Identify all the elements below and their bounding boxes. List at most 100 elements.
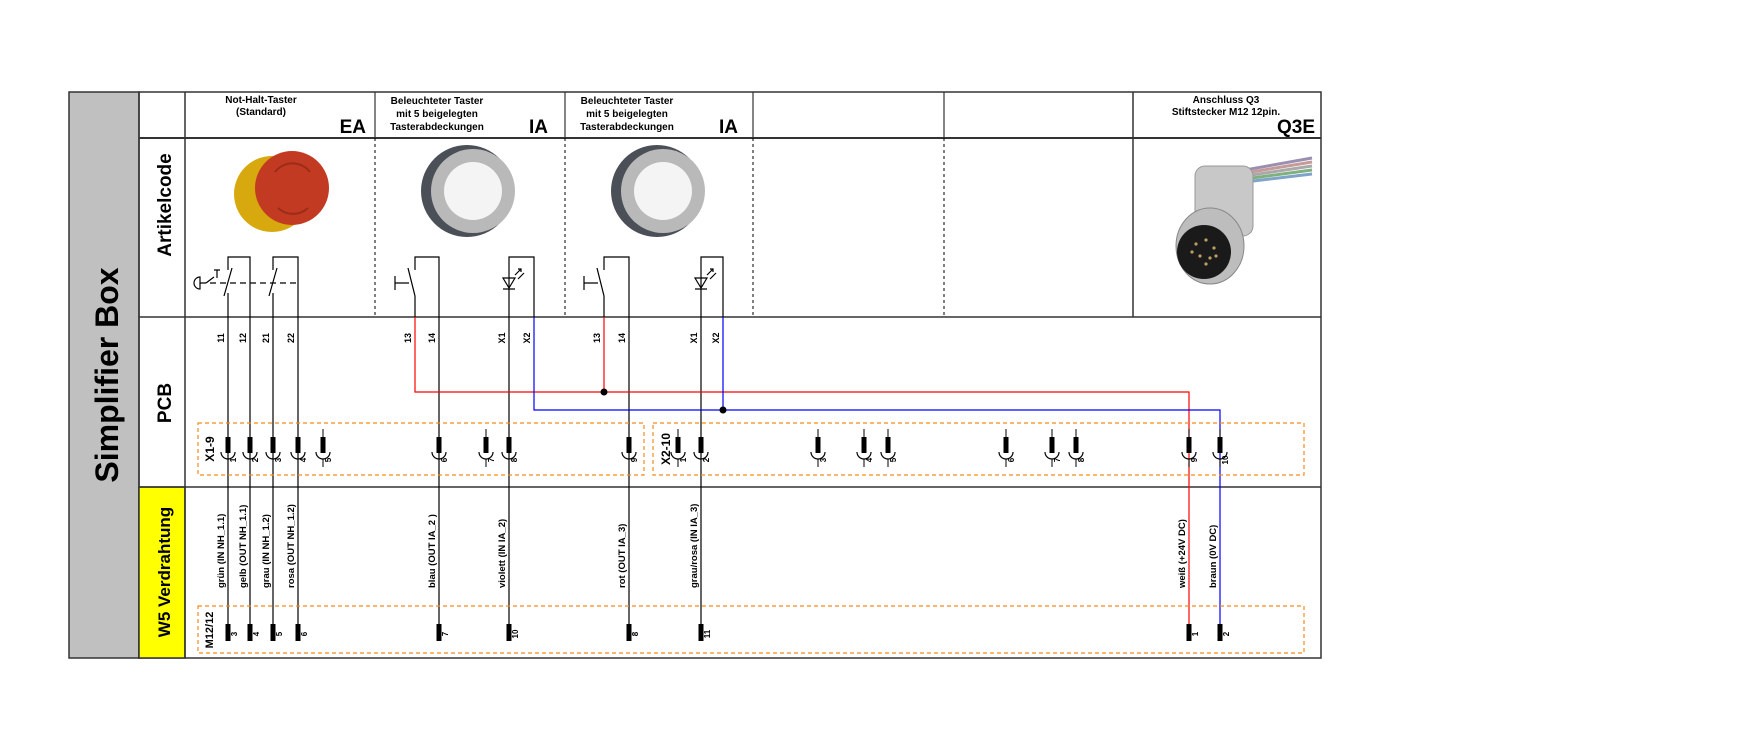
socket-pin: 10	[1212, 429, 1230, 467]
pin-number: 10	[1221, 455, 1230, 464]
wire-label: braun (0V DC)	[1208, 525, 1219, 588]
pin-number: 5	[324, 457, 333, 462]
pin-number: 6	[1007, 457, 1016, 462]
wire-label: grün (IN NH_1.1)	[216, 514, 227, 588]
plug-pin: 3	[225, 624, 239, 641]
illuminated-button-image-2	[611, 145, 705, 237]
terminal-label: X1	[689, 332, 699, 343]
pin-number: 6	[440, 457, 449, 462]
socket-pin: 1	[670, 429, 688, 467]
terminal-label: 13	[403, 333, 413, 343]
mushroom-actuator-icon	[193, 276, 201, 290]
wires	[227, 317, 1221, 624]
plug-pin: 2	[1217, 624, 1231, 641]
socket-pin: 2	[242, 429, 260, 467]
terminal-label: X1	[497, 332, 507, 343]
socket-pin: 3	[265, 429, 283, 467]
section-label-pcb: PCB	[155, 383, 176, 423]
terminal-label: 11	[216, 333, 226, 343]
component-title: Beleuchteter Taster	[391, 96, 484, 107]
plug-pin: 5	[270, 624, 284, 641]
w5-label-bg	[138, 486, 186, 659]
socket-pin: 1	[220, 429, 238, 467]
pin-number: 4	[252, 631, 261, 636]
component-title: Anschluss Q3	[1193, 95, 1260, 106]
junction-dot	[600, 388, 608, 396]
plug-pin: 7	[436, 624, 450, 641]
pin-number: 8	[510, 457, 519, 462]
title-column	[68, 91, 140, 659]
wire-label: grau (IN NH_1.2)	[261, 514, 272, 588]
led-icon	[693, 277, 709, 290]
wire-label: blau (OUT IA_2 )	[427, 514, 438, 588]
connector-x2-label: X2-10	[659, 433, 673, 465]
component-code: EA	[340, 117, 367, 138]
connector-x1-box	[197, 422, 645, 476]
pin-number: 5	[275, 631, 284, 636]
wire-0v-blue	[533, 317, 1221, 624]
diagram-title: Simplifier Box	[89, 267, 125, 482]
socket-pin: 7	[1044, 429, 1062, 467]
plug-pin: 4	[247, 624, 261, 641]
section-label-w5: W5 Verdrahtung	[155, 507, 174, 637]
wire-label: rosa (OUT NH_1.2)	[286, 504, 297, 588]
terminal-label: 12	[238, 333, 248, 343]
terminal-label: X2	[522, 332, 532, 343]
component-code: IA	[719, 117, 738, 138]
terminal-label: 14	[427, 333, 437, 343]
pin-number: 7	[487, 457, 496, 462]
pin-number: 6	[300, 631, 309, 636]
wire-label: grau/rosa (IN IA_3)	[689, 504, 700, 588]
push-actuator-icon	[583, 276, 598, 290]
connector-x2-box	[652, 422, 1305, 476]
terminal-label: 21	[261, 333, 271, 343]
schematic-symbols	[193, 256, 724, 317]
pin-number: 4	[299, 457, 308, 462]
emergency-stop-button-image	[234, 151, 329, 232]
section-label-artikelcode: Artikelcode	[155, 153, 176, 256]
pin-number: 1	[229, 457, 238, 462]
junction-dot	[719, 406, 727, 414]
socket-pin: 6	[998, 429, 1016, 467]
socket-pin: 4	[856, 429, 874, 467]
pin-number: 8	[1077, 457, 1086, 462]
plug-pin: 6	[295, 624, 309, 641]
pin-number: 9	[1190, 457, 1199, 462]
connector-m12-label: M12/12	[204, 612, 216, 649]
socket-pin: 2	[693, 429, 711, 467]
component-code: Q3E	[1277, 117, 1315, 138]
pin-number: 11	[703, 629, 712, 638]
wire-24v-red	[414, 317, 1190, 624]
connector-m12-box	[197, 605, 1305, 654]
component-title: mit 5 beigelegten	[396, 109, 478, 120]
pin-number: 8	[631, 631, 640, 636]
terminal-label: 13	[592, 333, 602, 343]
component-title: Not-Halt-Taster	[225, 95, 297, 106]
component-title: mit 5 beigelegten	[586, 109, 668, 120]
pin-number: 4	[865, 457, 874, 462]
socket-pin: 3	[810, 429, 828, 467]
pin-number: 9	[630, 457, 639, 462]
socket-pin: 8	[1068, 429, 1086, 467]
socket-pin: 5	[880, 429, 898, 467]
socket-pin: 9	[1181, 429, 1199, 467]
pin-number: 2	[702, 457, 711, 462]
illuminated-button-image-1	[421, 145, 515, 237]
terminal-label: 22	[286, 333, 296, 343]
pin-number: 5	[889, 457, 898, 462]
connector-x1-label: X1-9	[203, 436, 217, 462]
socket-pin: 8	[501, 429, 519, 467]
led-icon	[501, 277, 517, 290]
socket-pin: 5	[315, 429, 333, 467]
pin-number: 7	[441, 631, 450, 636]
pin-number: 3	[274, 457, 283, 462]
plug-pin: 8	[626, 624, 640, 641]
component-title: Stiftstecker M12 12pin.	[1172, 107, 1281, 118]
component-title: (Standard)	[236, 107, 286, 118]
pin-number: 3	[819, 457, 828, 462]
pin-number: 1	[1191, 631, 1200, 636]
plug-pin: 10	[506, 624, 520, 641]
component-title: Tasterabdeckungen	[390, 122, 484, 133]
wire-label: violett (IN IA_2)	[497, 519, 508, 588]
socket-pin: 7	[478, 429, 496, 467]
